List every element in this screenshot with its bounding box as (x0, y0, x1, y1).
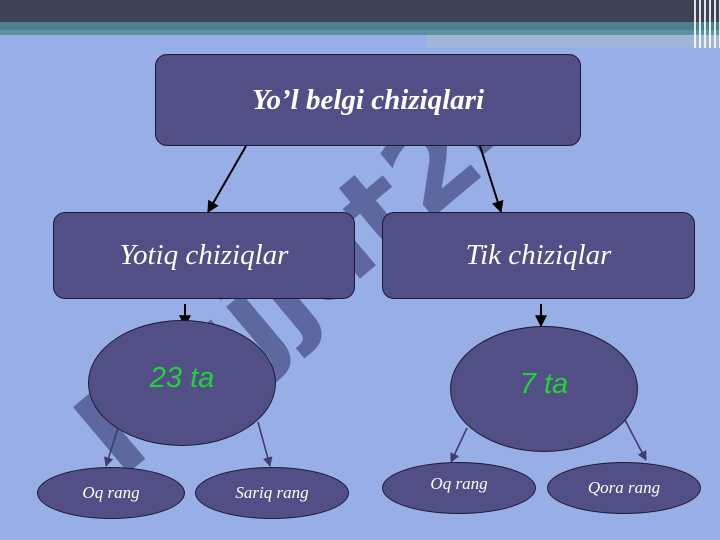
leaf-label: Oq rang (82, 483, 140, 502)
leaf-label: Oq rang (430, 474, 488, 493)
arrow-count1-leaf2 (257, 421, 273, 467)
arrow-count2-leaf2 (624, 419, 647, 461)
root-label: Yo’l belgi chiziqlari (252, 83, 484, 116)
leaf-label: Sariq rang (235, 483, 309, 502)
leaf-node: Sariq rang (195, 467, 349, 519)
branch-label: Yotiq chiziqlar (119, 239, 289, 271)
root-node: Yo’l belgi chiziqlari (155, 54, 581, 146)
branch-label: Tik chiziqlar (465, 239, 612, 271)
count-label: 7 ta (519, 367, 569, 400)
top-bar (0, 0, 720, 22)
leaf-node: Oq rang (382, 462, 536, 514)
arrow-root-left (207, 145, 247, 214)
corner-ticks (694, 0, 720, 48)
arrow-count1-leaf1 (104, 427, 119, 467)
count-label: 23 ta (149, 361, 215, 394)
count-node-vertical: 7 ta (450, 326, 638, 452)
leaf-label: Qora rang (587, 478, 661, 497)
top-stripe-2 (0, 30, 720, 35)
branch-node-horizontal: Yotiq chiziqlar (53, 212, 355, 299)
top-stripe (0, 22, 720, 30)
branch-node-vertical: Tik chiziqlar (382, 212, 695, 299)
leaf-node: Oq rang (37, 467, 185, 519)
count-node-horizontal: 23 ta (88, 320, 276, 446)
leaf-node: Qora rang (547, 462, 701, 514)
arrow-root-right (479, 145, 504, 214)
top-stripe-3 (426, 35, 720, 48)
arrow-count2-leaf1 (450, 427, 468, 463)
